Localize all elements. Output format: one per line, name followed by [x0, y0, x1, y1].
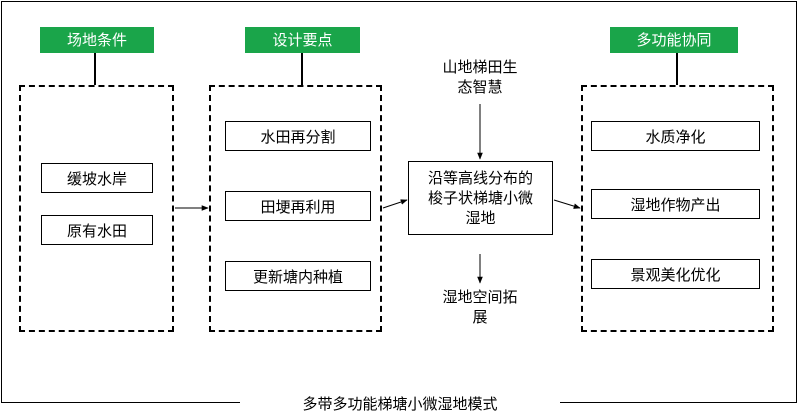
connector-multi [676, 53, 678, 85]
site-item: 缓坡水岸 [41, 163, 153, 193]
multi-item: 水质净化 [591, 121, 760, 151]
design-item: 水田再分割 [225, 121, 371, 151]
design-item-label: 田埂再利用 [260, 197, 336, 216]
multi-item-label: 水质净化 [645, 127, 706, 146]
site-item-label: 缓坡水岸 [66, 169, 127, 188]
multi-item: 景观美化优化 [591, 259, 760, 289]
diagram-caption: 多带多功能梯塘小微湿地模式 [240, 393, 560, 415]
multi-group [581, 85, 774, 332]
header-site-conditions: 场地条件 [40, 27, 154, 53]
arrow-design-to-center [382, 199, 408, 209]
header-multifunction: 多功能协同 [610, 27, 738, 53]
site-item-label: 原有水田 [66, 221, 127, 240]
design-group [209, 85, 382, 332]
arrow-center-to-multi [553, 199, 581, 209]
design-item: 田埂再利用 [225, 191, 371, 221]
multi-item-label: 景观美化优化 [630, 265, 721, 284]
multi-item: 湿地作物产出 [591, 189, 760, 219]
central-wetland-label: 沿等高线分布的 梭子状梯塘小微 湿地 [427, 169, 533, 227]
design-item-label: 水田再分割 [260, 127, 336, 146]
mountain-terrace-wisdom-label: 山地梯田生 态智慧 [442, 58, 518, 96]
multi-item-label: 湿地作物产出 [630, 195, 721, 214]
site-item: 原有水田 [41, 215, 153, 245]
wetland-space-expansion-label: 湿地空间拓 展 [442, 288, 518, 326]
design-item-label: 更新塘内种植 [252, 267, 343, 286]
header-design-points: 设计要点 [245, 27, 360, 53]
connector-site [94, 53, 96, 85]
design-item: 更新塘内种植 [225, 261, 371, 291]
connector-design [301, 53, 303, 85]
central-wetland-box: 沿等高线分布的 梭子状梯塘小微 湿地 [408, 161, 553, 235]
site-group [19, 85, 174, 332]
